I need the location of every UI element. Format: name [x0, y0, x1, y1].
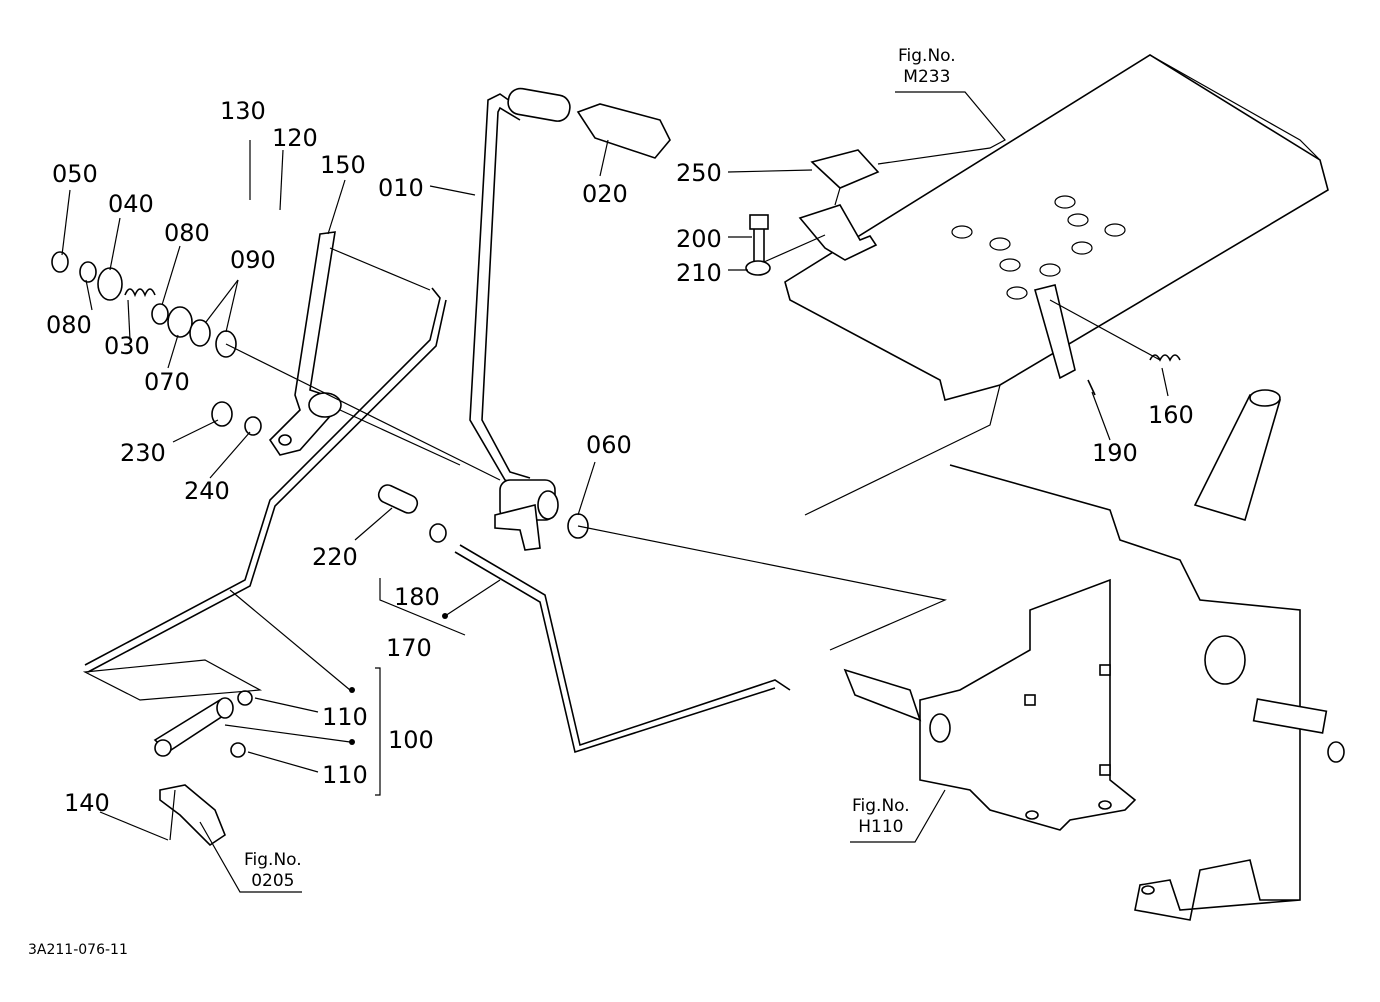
part-label-160: 160 — [1148, 401, 1194, 429]
figref-0205: Fig.No. 0205 — [244, 850, 302, 893]
part-label-170: 170 — [386, 634, 432, 662]
part-label-190: 190 — [1092, 439, 1138, 467]
part-label-110-upper: 110 — [322, 703, 368, 731]
main-lever — [469, 87, 671, 551]
part-label-210: 210 — [676, 259, 722, 287]
part-label-060: 060 — [586, 431, 632, 459]
figref-h110: Fig.No. H110 — [852, 796, 910, 839]
part-label-020: 020 — [582, 180, 628, 208]
lever-150 — [268, 231, 342, 456]
part-label-140: 140 — [64, 789, 110, 817]
part-label-250: 250 — [676, 159, 722, 187]
part-label-080-lower: 080 — [46, 311, 92, 339]
leader-lines — [61, 91, 1169, 893]
part-label-100: 100 — [388, 726, 434, 754]
floor-plate — [784, 54, 1329, 401]
part-label-050: 050 — [52, 160, 98, 188]
figref-m233: Fig.No. M233 — [898, 46, 956, 89]
part-label-200: 200 — [676, 225, 722, 253]
part-label-040: 040 — [108, 190, 154, 218]
part-label-090: 090 — [230, 246, 276, 274]
part-label-220: 220 — [312, 543, 358, 571]
figref-0205-line2: 0205 — [251, 871, 295, 892]
rods — [84, 287, 947, 754]
pedal-linkage — [1034, 284, 1181, 396]
part-label-130: 130 — [220, 97, 266, 125]
part-label-180: 180 — [394, 583, 440, 611]
frame-assembly — [804, 384, 1345, 921]
link-assembly-100 — [82, 659, 263, 847]
figref-h110-line2: H110 — [858, 817, 904, 838]
part-label-110-lower: 110 — [322, 761, 368, 789]
part-label-030: 030 — [104, 332, 150, 360]
figref-h110-line1: Fig.No. — [852, 796, 910, 816]
part-label-080-upper: 080 — [164, 219, 210, 247]
pedal-assembly — [745, 149, 880, 276]
figref-0205-line1: Fig.No. — [244, 850, 302, 870]
part-label-230: 230 — [120, 439, 166, 467]
part-label-240: 240 — [184, 477, 230, 505]
part-label-120: 120 — [272, 124, 318, 152]
part-label-150: 150 — [320, 151, 366, 179]
figref-m233-line2: M233 — [903, 67, 951, 88]
figref-m233-line1: Fig.No. — [898, 46, 956, 66]
drawing-code: 3A211-076-11 — [28, 942, 128, 958]
part-label-010: 010 — [378, 174, 424, 202]
part-label-070: 070 — [144, 368, 190, 396]
